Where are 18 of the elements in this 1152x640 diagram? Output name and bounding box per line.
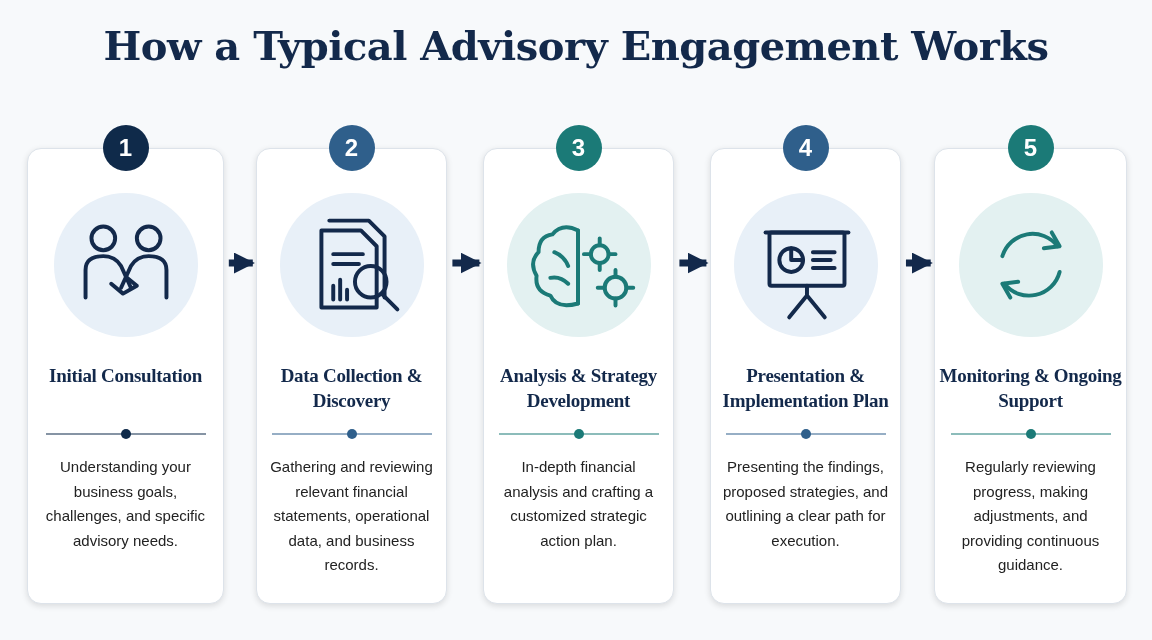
step-description: Regularly reviewing progress, making adjustments, and providing continuous guidance. [960, 457, 1101, 575]
step-title: Initial Consultation [48, 364, 203, 388]
arrow [905, 252, 933, 274]
step-title: Data Collection & Discovery [279, 364, 424, 413]
step-description: In-depth financial analysis and crafting a customized strategic action plan. [502, 457, 655, 551]
step-description: Gathering and reviewing relevant financial statements, operational data, and business records. [269, 457, 434, 575]
number-badge: 3 [555, 125, 602, 171]
step-title: Monitoring & Ongoing Support [938, 364, 1123, 413]
title: How a Typical Advisory Engagement Works [102, 22, 1050, 69]
step-description: Understanding your business goals, challenges, and specific advisory needs. [44, 457, 207, 551]
step-description: Presenting the findings, proposed strategies, and outlining a clear path for execution. [721, 457, 890, 551]
number-badge: 5 [1007, 125, 1054, 171]
number-badge: 2 [328, 125, 375, 171]
number-badge: 4 [782, 125, 829, 171]
number-badge: 1 [102, 125, 149, 171]
step-title: Presentation & Implementation Plan [721, 364, 890, 413]
step-title: Analysis & Strategy Development [499, 364, 658, 413]
arrow [228, 252, 255, 274]
